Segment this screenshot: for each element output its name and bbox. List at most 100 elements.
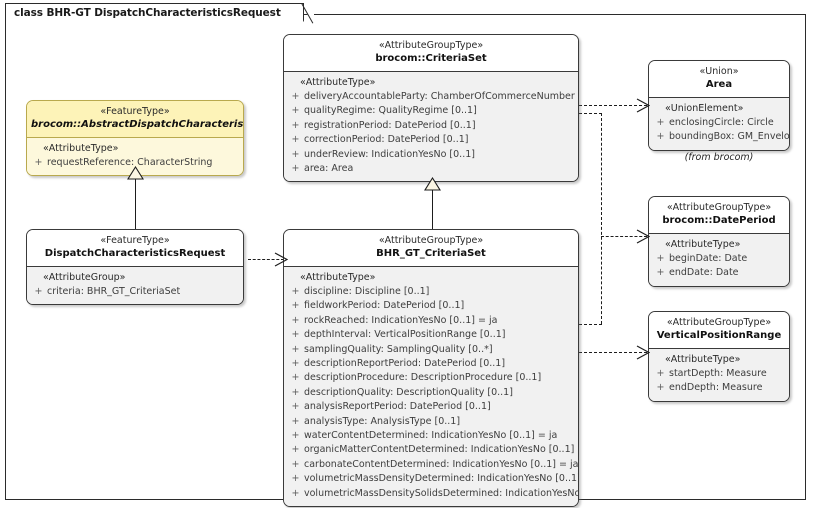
attribute-visibility: +: [656, 267, 665, 279]
attribute-signature: analysisReportPeriod: DatePeriod [0..1]: [304, 401, 491, 413]
attribute-row: + analysisReportPeriod: DatePeriod [0..1…: [287, 400, 575, 414]
attribute-row: + descriptionProcedure: DescriptionProce…: [287, 371, 575, 385]
attribute-row: + volumetricMassDensitySolidsDetermined:…: [287, 487, 578, 501]
attribute-signature: descriptionProcedure: DescriptionProcedu…: [304, 372, 542, 384]
attribute-row: + endDepth: Measure: [652, 381, 786, 395]
attribute-signature: deliveryAccountableParty: ChamberOfComme…: [304, 91, 579, 102]
attribute-row: + endDate: Date: [652, 266, 786, 280]
class-header: «FeatureType» DispatchCharacteristicsReq…: [27, 230, 243, 267]
attribute-row: + depthInterval: VerticalPositionRange […: [287, 328, 575, 342]
area-package-caption: (from brocom): [684, 152, 754, 163]
dependency-trunk-stub-bottom: [579, 324, 602, 325]
dependency-arrowhead-verticalpositionrange: [636, 345, 650, 360]
class-attributes-compartment: «UnionElement» + enclosingCircle: Circle…: [649, 98, 789, 150]
attribute-visibility: +: [291, 286, 300, 297]
attribute-row: + beginDate: Date: [652, 252, 786, 266]
attribute-visibility: +: [291, 300, 300, 312]
attribute-signature: correctionPeriod: DatePeriod [0..1]: [304, 134, 469, 146]
attribute-visibility: +: [656, 117, 665, 128]
class-header: «AttributeGroupType» brocom::DatePeriod: [649, 197, 789, 234]
compartment-stereotype: «AttributeType»: [665, 354, 741, 365]
attribute-visibility: +: [291, 473, 300, 485]
dependency-arrowhead-criteria: [274, 252, 288, 267]
attribute-visibility: +: [291, 415, 300, 427]
attribute-visibility: +: [291, 386, 300, 398]
class-bhr-gt-criteriaset[interactable]: «AttributeGroupType» BHR_GT_CriteriaSet …: [283, 229, 579, 508]
attribute-signature: organicMatterContentDetermined: Indicati…: [304, 444, 579, 456]
class-name: DispatchCharacteristicsRequest: [44, 248, 226, 259]
attribute-row: + descriptionQuality: DescriptionQuality…: [287, 386, 575, 400]
attribute-signature: beginDate: Date: [669, 253, 748, 264]
generalization-line-dispatch: [135, 178, 136, 230]
attribute-visibility: +: [291, 487, 300, 499]
attribute-row: + organicMatterContentDetermined: Indica…: [287, 443, 578, 457]
attribute-signature: volumetricMassDensityDetermined: Indicat…: [304, 473, 579, 485]
attribute-row: + underReview: IndicationYesNo [0..1]: [287, 148, 575, 162]
class-dispatch-characteristics-request[interactable]: «FeatureType» DispatchCharacteristicsReq…: [26, 229, 244, 306]
class-attributes-compartment: «AttributeType» + startDepth: Measure + …: [649, 349, 789, 401]
tab-slant-decoration: [301, 3, 314, 24]
class-header: «Union» Area: [649, 61, 789, 98]
class-attributes-compartment: «AttributeType» + deliveryAccountablePar…: [284, 72, 579, 182]
class-vertical-position-range[interactable]: «AttributeGroupType» VerticalPositionRan…: [648, 311, 790, 402]
attribute-row: + registrationPeriod: DatePeriod [0..1]: [287, 119, 575, 133]
class-brocom-dateperiod[interactable]: «AttributeGroupType» brocom::DatePeriod …: [648, 196, 790, 287]
attribute-signature: endDate: Date: [669, 267, 739, 279]
class-name: BHR_GT_CriteriaSet: [376, 248, 486, 259]
compartment-stereotype: «UnionElement»: [665, 103, 744, 114]
class-attributes-compartment: «AttributeGroup» + criteria: BHR_GT_Crit…: [27, 267, 243, 305]
class-stereotype: «AttributeGroupType»: [378, 40, 484, 51]
attribute-signature: volumetricMassDensitySolidsDetermined: I…: [304, 487, 579, 499]
class-name: brocom::AbstractDispatchCharacteristicsR…: [31, 119, 244, 130]
attribute-row: + rockReached: IndicationYesNo [0..1] = …: [287, 314, 575, 328]
class-stereotype: «FeatureType»: [100, 235, 170, 246]
class-header: «AttributeGroupType» BHR_GT_CriteriaSet: [284, 230, 578, 267]
class-abstract-dispatch-characteristics-request[interactable]: «FeatureType» brocom::AbstractDispatchCh…: [26, 100, 244, 177]
attribute-visibility: +: [656, 131, 665, 143]
attribute-visibility: +: [291, 105, 300, 117]
attribute-row: + enclosingCircle: Circle: [652, 116, 786, 130]
attribute-visibility: +: [291, 343, 300, 355]
attribute-row: + samplingQuality: SamplingQuality [0..*…: [287, 343, 575, 357]
compartment-stereotype: «AttributeType»: [300, 77, 376, 88]
dependency-line-criteria: [248, 259, 284, 260]
dependency-line-verticalpositionrange: [579, 352, 647, 353]
generalization-line-criteriaset: [432, 190, 433, 230]
attribute-signature: boundingBox: GM_Envelope: [669, 131, 790, 143]
compartment-stereotype: «AttributeGroup»: [43, 272, 126, 283]
attribute-visibility: +: [656, 253, 665, 264]
attribute-visibility: +: [291, 401, 300, 413]
attribute-visibility: +: [291, 372, 300, 384]
attribute-visibility: +: [291, 358, 300, 370]
attribute-signature: descriptionQuality: DescriptionQuality […: [304, 386, 513, 398]
attribute-row: + descriptionReportPeriod: DatePeriod [0…: [287, 357, 575, 371]
attribute-visibility: +: [291, 91, 300, 102]
attribute-signature: criteria: BHR_GT_CriteriaSet: [47, 286, 181, 297]
compartment-stereotype: «AttributeType»: [43, 143, 119, 154]
attribute-row: + discipline: Discipline [0..1]: [287, 285, 575, 299]
class-stereotype: «Union»: [699, 66, 739, 77]
diagram-title-tab: class BHR-GT DispatchCharacteristicsRequ…: [5, 3, 314, 24]
attribute-signature: qualityRegime: QualityRegime [0..1]: [304, 105, 477, 117]
class-name: brocom::DatePeriod: [662, 215, 776, 226]
class-brocom-criteriaset[interactable]: «AttributeGroupType» brocom::CriteriaSet…: [283, 34, 579, 183]
attribute-row: + analysisType: AnalysisType [0..1]: [287, 415, 575, 429]
attribute-row: + carbonateContentDetermined: Indication…: [287, 458, 578, 472]
attribute-visibility: +: [291, 329, 300, 341]
class-stereotype: «AttributeGroupType»: [666, 202, 772, 213]
attribute-visibility: +: [656, 368, 665, 379]
diagram-title: class BHR-GT DispatchCharacteristicsRequ…: [14, 7, 281, 19]
attribute-row: + criteria: BHR_GT_CriteriaSet: [30, 285, 240, 299]
class-area[interactable]: «Union» Area «UnionElement» + enclosingC…: [648, 60, 790, 151]
class-name: VerticalPositionRange: [656, 330, 782, 341]
attribute-row: + waterContentDetermined: IndicationYesN…: [287, 429, 575, 443]
attribute-visibility: +: [34, 286, 43, 297]
dependency-trunk-stub-top: [579, 113, 602, 114]
dependency-trunk-vertical: [601, 113, 602, 324]
compartment-stereotype: «AttributeType»: [665, 239, 741, 250]
class-attributes-compartment: «AttributeType» + beginDate: Date + endD…: [649, 234, 789, 286]
attribute-row: + area: Area: [287, 162, 575, 176]
attribute-signature: requestReference: CharacterString: [47, 157, 213, 168]
class-header: «FeatureType» brocom::AbstractDispatchCh…: [27, 101, 243, 138]
class-attributes-compartment: «AttributeType» + discipline: Discipline…: [284, 267, 579, 507]
